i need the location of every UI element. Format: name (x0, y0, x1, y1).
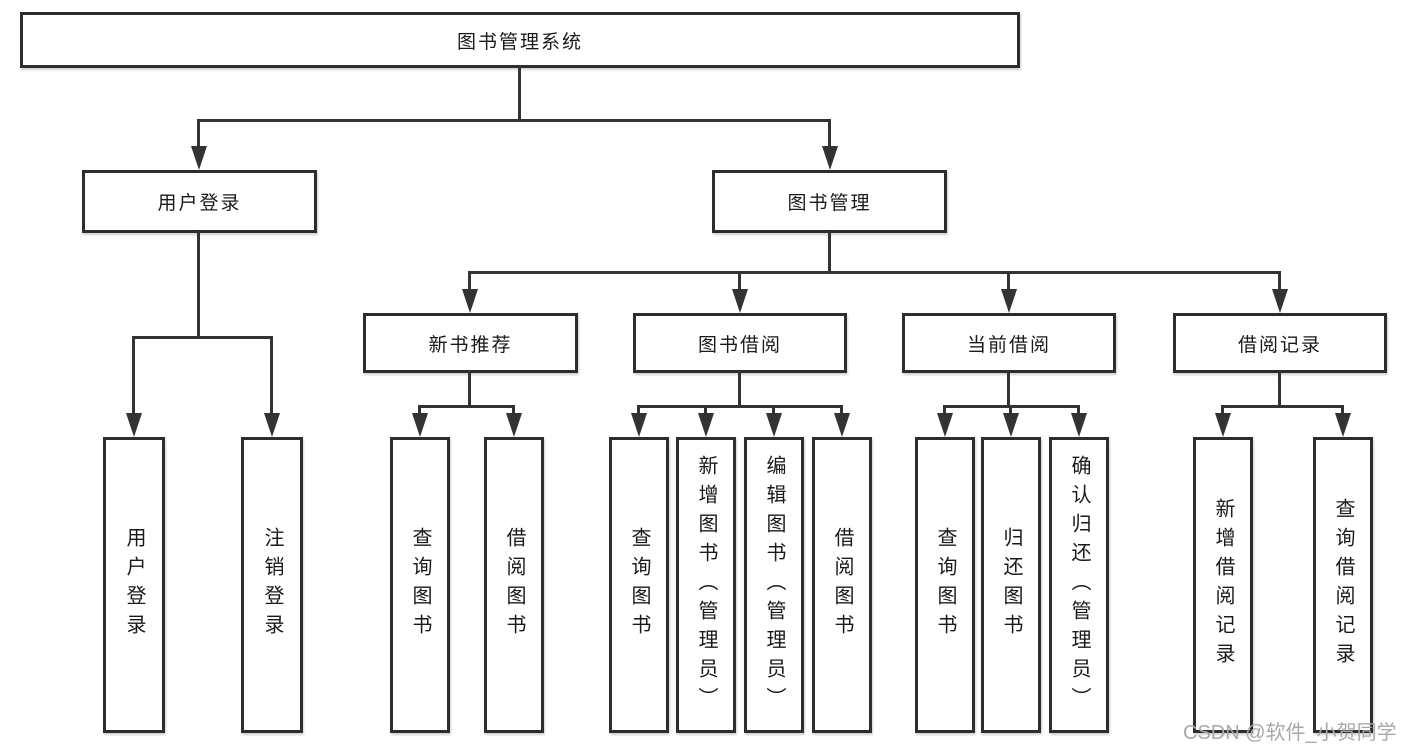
connector-line (943, 405, 946, 417)
connector-line (1007, 371, 1010, 408)
node-book-borrowing-label: 图书借阅 (697, 334, 782, 356)
leaf-recommend-borrow-books-label: 借阅图书 (503, 527, 525, 643)
node-library-system-label: 图书管理系统 (456, 31, 583, 53)
leaf-confirm-return-admin: 确认归还（管理员） (1049, 437, 1109, 733)
connector-line (1009, 405, 1012, 417)
connector-arrowhead-down (732, 289, 748, 313)
connector-line (1221, 405, 1344, 408)
connector-line (197, 119, 200, 149)
connector-line (828, 119, 831, 149)
leaf-user-login-label: 用户登录 (123, 527, 145, 643)
connector-line (704, 405, 707, 417)
leaf-query-borrow-record-label: 查询借阅记录 (1332, 498, 1354, 672)
leaf-borrow-query-books: 查询图书 (609, 437, 669, 733)
connector-arrowhead-down (822, 146, 838, 170)
connector-line (828, 231, 831, 274)
connector-line (1278, 371, 1281, 408)
leaf-edit-books-admin-label: 编辑图书（管理员） (763, 454, 785, 716)
node-book-management-label: 图书管理 (787, 193, 872, 214)
connector-arrowhead-down (1003, 413, 1019, 437)
connector-arrowhead-down (506, 413, 522, 437)
connector-line (738, 371, 741, 408)
leaf-add-borrow-record: 新增借阅记录 (1193, 437, 1253, 733)
connector-arrowhead-down (191, 146, 207, 170)
node-book-borrowing: 图书借阅 (633, 313, 847, 373)
connector-line (468, 271, 1281, 274)
leaf-query-borrow-record: 查询借阅记录 (1313, 437, 1373, 733)
connector-arrowhead-down (412, 413, 428, 437)
connector-line (468, 371, 471, 408)
node-new-book-recommend-label: 新书推荐 (428, 334, 513, 356)
connector-arrowhead-down (698, 413, 714, 437)
connector-line (418, 405, 515, 408)
connector-arrowhead-down (766, 413, 782, 437)
csdn-watermark: CSDN @软件_小贺同学 (1183, 722, 1397, 744)
leaf-return-books-label: 归还图书 (1000, 527, 1022, 643)
connector-line (738, 271, 741, 293)
connector-arrowhead-down (462, 289, 478, 313)
connector-line (1341, 405, 1344, 417)
connector-arrowhead-down (834, 413, 850, 437)
connector-line (418, 405, 421, 417)
leaf-logout-label: 注销登录 (261, 527, 283, 643)
connector-line (1278, 271, 1281, 293)
node-library-system: 图书管理系统 (20, 12, 1020, 68)
leaf-add-books-admin-label: 新增图书（管理员） (695, 454, 717, 716)
connector-arrowhead-down (1272, 289, 1288, 313)
leaf-return-books: 归还图书 (981, 437, 1041, 733)
connector-line (637, 405, 843, 408)
connector-line (840, 405, 843, 417)
connector-arrowhead-down (1001, 289, 1017, 313)
leaf-borrow-query-books-label: 查询图书 (628, 527, 650, 643)
leaf-user-login: 用户登录 (103, 437, 165, 733)
leaf-borrow-books: 借阅图书 (812, 437, 872, 733)
connector-line (197, 119, 831, 122)
node-user-login: 用户登录 (82, 170, 317, 233)
connector-arrowhead-down (631, 413, 647, 437)
leaf-current-query-books-label: 查询图书 (934, 527, 956, 643)
leaf-recommend-query-books-label: 查询图书 (409, 527, 431, 643)
connector-line (132, 336, 273, 339)
node-book-management: 图书管理 (712, 170, 947, 233)
leaf-confirm-return-admin-label: 确认归还（管理员） (1068, 454, 1090, 716)
node-borrowing-records: 借阅记录 (1173, 313, 1387, 373)
leaf-recommend-query-books: 查询图书 (390, 437, 450, 733)
connector-arrowhead-down (264, 413, 280, 437)
leaf-edit-books-admin: 编辑图书（管理员） (744, 437, 804, 733)
connector-line (132, 336, 135, 416)
connector-line (772, 405, 775, 417)
leaf-add-books-admin: 新增图书（管理员） (676, 437, 736, 733)
connector-line (1221, 405, 1224, 417)
connector-arrowhead-down (126, 413, 142, 437)
leaf-recommend-borrow-books: 借阅图书 (484, 437, 544, 733)
leaf-add-borrow-record-label: 新增借阅记录 (1212, 498, 1234, 672)
leaf-borrow-books-label: 借阅图书 (831, 527, 853, 643)
connector-line (512, 405, 515, 417)
connector-line (1077, 405, 1080, 417)
node-current-borrowing-label: 当前借阅 (966, 334, 1051, 356)
connector-arrowhead-down (937, 413, 953, 437)
node-borrowing-records-label: 借阅记录 (1237, 334, 1322, 356)
connector-arrowhead-down (1335, 413, 1351, 437)
connector-line (468, 271, 471, 293)
node-new-book-recommend: 新书推荐 (363, 313, 578, 373)
connector-line (1007, 271, 1010, 293)
leaf-logout: 注销登录 (241, 437, 303, 733)
connector-line (637, 405, 640, 417)
connector-arrowhead-down (1215, 413, 1231, 437)
connector-arrowhead-down (1071, 413, 1087, 437)
node-current-borrowing: 当前借阅 (902, 313, 1116, 373)
connector-line (518, 66, 521, 122)
leaf-current-query-books: 查询图书 (915, 437, 975, 733)
connector-line (270, 336, 273, 416)
connector-line (197, 231, 200, 339)
node-user-login-label: 用户登录 (157, 193, 242, 214)
